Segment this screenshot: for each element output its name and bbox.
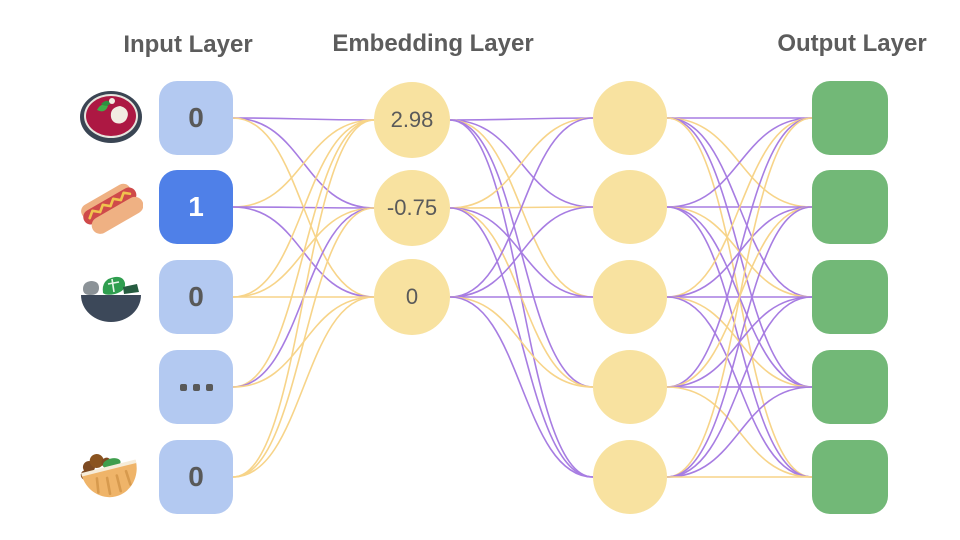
input-node-ellipsis [179,383,213,391]
edge-yellow [449,296,594,388]
edge-yellow [232,119,375,388]
salad-icon [79,265,143,329]
edge-purple [666,206,813,478]
hidden-node [593,81,667,155]
embedding-node-value: -0.75 [386,195,438,220]
embedding-node-value: 0 [405,284,419,309]
output-node [812,81,888,155]
edge-yellow [232,296,375,478]
input-node: 0 [159,260,233,334]
input-node-value: 1 [188,191,204,222]
edge-yellow [232,119,375,208]
embedding-layer-title: Embedding Layer [332,30,534,57]
edge-purple [666,296,813,478]
hidden-node [593,260,667,334]
edge-purple [666,117,813,388]
input-node: 0 [159,81,233,155]
output-node [812,440,888,514]
embedding-node: 2.98 [374,82,450,158]
input-node-value: 0 [188,461,204,492]
input-node [159,350,233,424]
output-node [812,350,888,424]
edge-yellow [666,117,813,478]
embedding-node-value: 2.98 [390,107,434,132]
soup-icon [79,86,143,150]
edge-purple [449,296,594,478]
input-layer-title: Input Layer [123,31,253,58]
edge-yellow [232,119,375,298]
edge-purple [449,206,594,298]
output-node [812,170,888,244]
pita-icon [79,445,143,509]
hidden-node [593,350,667,424]
hidden-node [593,170,667,244]
input-node-value: 0 [188,281,204,312]
edge-yellow [449,117,594,209]
hotdog-icon [79,175,143,239]
input-node-value: 0 [188,102,204,133]
edge-purple [232,117,375,121]
embedding-node: -0.75 [374,170,450,246]
edge-purple [449,117,594,121]
output-layer-title: Output Layer [777,30,927,57]
output-node [812,260,888,334]
edge-purple [449,117,594,298]
edge-purple [666,386,813,478]
input-node: 1 [159,170,233,244]
edge-yellow [232,207,375,478]
input-node: 0 [159,440,233,514]
edge-yellow [666,117,813,298]
edge-purple [666,117,813,208]
embedding-node: 0 [374,259,450,335]
hidden-node [593,440,667,514]
edge-yellow [232,119,375,478]
